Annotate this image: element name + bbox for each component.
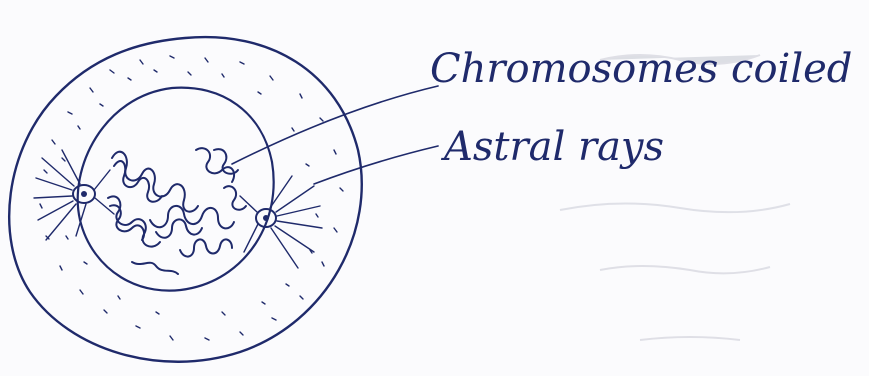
chromosome [180, 239, 232, 256]
chromosome [156, 219, 202, 237]
chromosome [112, 152, 198, 212]
chromosomes-label: Chromosomes coiled [430, 46, 852, 92]
right-centriole [263, 215, 269, 221]
chromosome [108, 196, 160, 246]
nuclear-envelope [78, 88, 274, 291]
coiled-chromosomes [108, 148, 246, 274]
left-aster [34, 150, 114, 240]
bleed-through-marks [560, 55, 790, 340]
chromosome [110, 205, 144, 240]
chromosome [214, 149, 238, 174]
left-centriole [81, 191, 87, 197]
cell-membrane [9, 37, 362, 362]
chromosome [150, 206, 234, 228]
chromosome [196, 148, 234, 182]
astral-rays-leader-line [314, 146, 438, 184]
chromosome [132, 262, 178, 274]
astral-rays-label: Astral rays [440, 124, 664, 170]
right-aster [240, 176, 322, 268]
